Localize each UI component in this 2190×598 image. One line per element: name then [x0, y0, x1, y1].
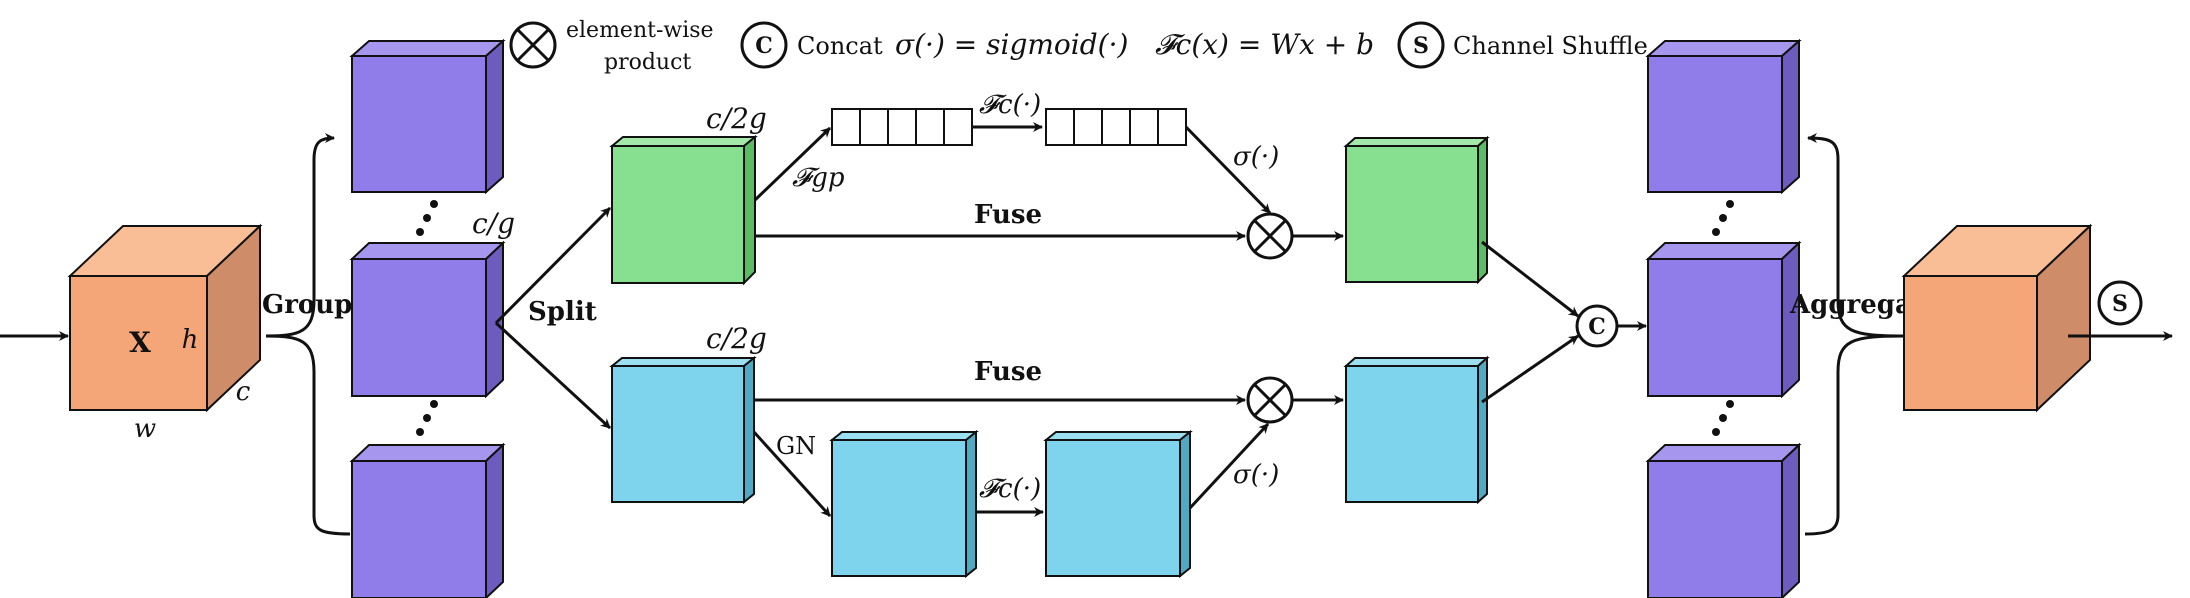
gn-label: GN [776, 432, 816, 460]
channel-label: c [236, 377, 251, 407]
width-label: w [134, 414, 156, 444]
group-label: Group [262, 290, 352, 320]
split-green-cube [609, 134, 758, 286]
group-cube-2 [349, 240, 506, 399]
fused-green-cube [1343, 135, 1490, 285]
shuffle-legend-symbol: S [1413, 33, 1429, 59]
fused-blue-cube [1343, 355, 1490, 505]
fc-top-label: 𝓕c(·) [979, 90, 1041, 120]
fc-vector [1045, 108, 1187, 146]
gn-blue-cube [829, 429, 979, 579]
split-label: Split [528, 297, 597, 327]
element-wise-product-icon [509, 21, 557, 69]
split-blue-cube [609, 355, 757, 505]
fuse-top-label: Fuse [974, 200, 1042, 230]
aggregate-cube-2 [1645, 240, 1802, 399]
multiply-top-icon [1246, 212, 1294, 260]
ellipsis-dots-left-top [416, 200, 438, 236]
group-brace-top [265, 133, 335, 338]
fc-blue-cube [1043, 429, 1193, 579]
product-label-line2: product [604, 50, 691, 75]
pooled-vector [831, 108, 973, 146]
multiply-bottom-icon [1246, 376, 1294, 424]
split-bottom-channel-label: c/2g [706, 322, 767, 355]
channel-shuffle-node-symbol: S [2112, 291, 2128, 317]
concat-legend-symbol: C [755, 33, 773, 59]
split-arrow-top [494, 206, 612, 325]
aggregate-cube-1 [1645, 38, 1802, 195]
concat-input-bottom-arrow [1481, 334, 1579, 404]
sigma-bottom-label: σ(·) [1233, 460, 1279, 490]
input-tensor [67, 223, 263, 413]
fc-definition: 𝓕c(x) = Wx + b [1155, 28, 1374, 61]
group-cube-1 [349, 38, 506, 195]
concat-legend-label: Concat [797, 32, 883, 60]
gp-arrow [753, 126, 832, 202]
ellipsis-dots-right-top [1712, 200, 1734, 236]
ellipsis-dots-left-bottom [416, 400, 438, 436]
sigma-definition: σ(·) = sigmoid(·) [895, 28, 1128, 61]
gp-label: 𝓕gp [792, 163, 845, 193]
fc-bottom-label: 𝓕c(·) [979, 474, 1041, 504]
channel-shuffle-label: Channel Shuffle [1453, 32, 1648, 60]
fuse-bottom-label: Fuse [974, 357, 1042, 387]
sigma-arrow-bottom [1188, 422, 1270, 510]
gn-arrow [752, 430, 832, 518]
concat-node-symbol: C [1588, 314, 1606, 340]
group-cube-3 [349, 442, 506, 598]
aggregate-brace-bottom [1804, 334, 1905, 536]
channel-shuffle-legend-icon: S [1397, 21, 1445, 69]
concat-legend-icon: C [740, 21, 788, 69]
sigma-top-label: σ(·) [1233, 142, 1279, 172]
aggregate-brace-top [1807, 133, 1905, 338]
height-label: h [182, 325, 199, 355]
sigma-arrow-top [1184, 125, 1272, 215]
group-channel-label: c/g [472, 207, 515, 240]
legend: element-wise product C Concat σ(·) = sig… [509, 18, 1648, 75]
split-arrow-bottom [494, 321, 612, 430]
split-top-channel-label: c/2g [706, 102, 767, 135]
channel-shuffle-node-icon: S [2097, 280, 2143, 326]
group-brace-bottom [265, 334, 351, 536]
aggregate-cube-3 [1645, 442, 1802, 598]
concat-node-icon: C [1575, 304, 1619, 348]
ellipsis-dots-right-bottom [1712, 400, 1734, 436]
input-tensor-label: X [129, 326, 151, 359]
concat-input-top-arrow [1481, 240, 1579, 318]
output-tensor [1901, 223, 2093, 413]
product-label-line1: element-wise [566, 18, 714, 43]
